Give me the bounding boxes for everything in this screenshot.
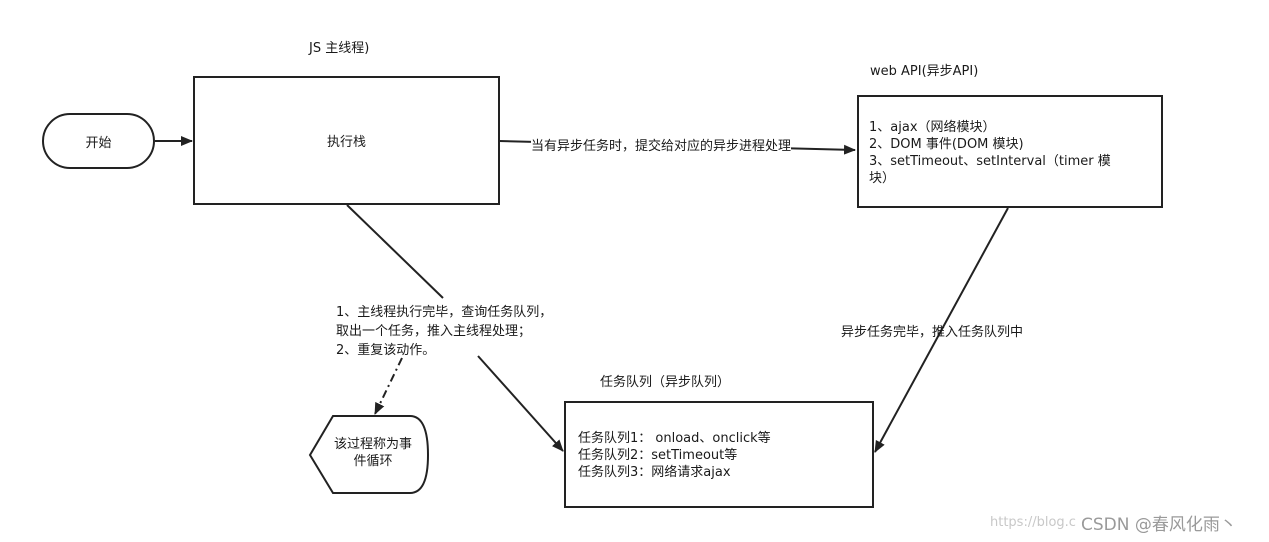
web-api-box: 1、ajax（网络模块） 2、DOM 事件(DOM 模块) 3、setTimeo… <box>857 95 1163 208</box>
web-api-title: web API(异步API) <box>870 64 979 79</box>
dashed-arrow-to-event-loop <box>374 357 403 415</box>
web-api-line-4: 块） <box>869 171 896 186</box>
web-api-line-3: 3、setTimeout、setInterval（timer 模 <box>869 154 1111 169</box>
start-node: 开始 <box>42 113 155 169</box>
execution-stack-box: 执行栈 <box>193 76 500 205</box>
loop-note: 1、主线程执行完毕，查询任务队列， 取出一个任务，推入主线程处理； 2、重复该动… <box>336 303 552 360</box>
task-queue-line-1: 任务队列1： onload、onclick等 <box>578 431 771 446</box>
main-thread-title: JS 主线程) <box>309 41 370 56</box>
task-queue-title: 任务队列（异步队列） <box>600 375 731 390</box>
web-api-line-2: 2、DOM 事件(DOM 模块) <box>869 137 1024 152</box>
arrow-webapi-to-queue <box>874 207 1009 453</box>
execution-stack-label: 执行栈 <box>326 135 366 150</box>
event-loop-line-1: 该过程称为事 <box>333 437 412 452</box>
web-api-line-1: 1、ajax（网络模块） <box>869 120 996 135</box>
event-loop-label: 该过程称为事 件循环 <box>330 436 416 470</box>
task-queue-line-2: 任务队列2：setTimeout等 <box>578 448 738 463</box>
submit-async-label: 当有异步任务时，提交给对应的异步进程处理 <box>531 138 792 155</box>
async-done-label: 异步任务完毕，推入任务队列中 <box>841 325 1024 340</box>
arrow-note-to-queue <box>477 355 564 452</box>
line-stack-to-note <box>346 204 444 299</box>
event-loop-shape <box>308 415 430 494</box>
watermark-brand: CSDN @春风化雨丶 <box>1081 515 1237 535</box>
loop-note-line-3: 2、重复该动作。 <box>336 343 436 358</box>
watermark-url: https://blog.c <box>990 515 1076 530</box>
loop-note-line-1: 1、主线程执行完毕，查询任务队列， <box>336 305 553 320</box>
loop-note-line-2: 取出一个任务，推入主线程处理； <box>336 324 532 339</box>
task-queue-line-3: 任务队列3：网络请求ajax <box>578 465 731 480</box>
start-node-label: 开始 <box>85 135 112 151</box>
event-loop-line-2: 件循环 <box>353 454 393 469</box>
task-queue-box: 任务队列1： onload、onclick等 任务队列2：setTimeout等… <box>564 401 874 508</box>
